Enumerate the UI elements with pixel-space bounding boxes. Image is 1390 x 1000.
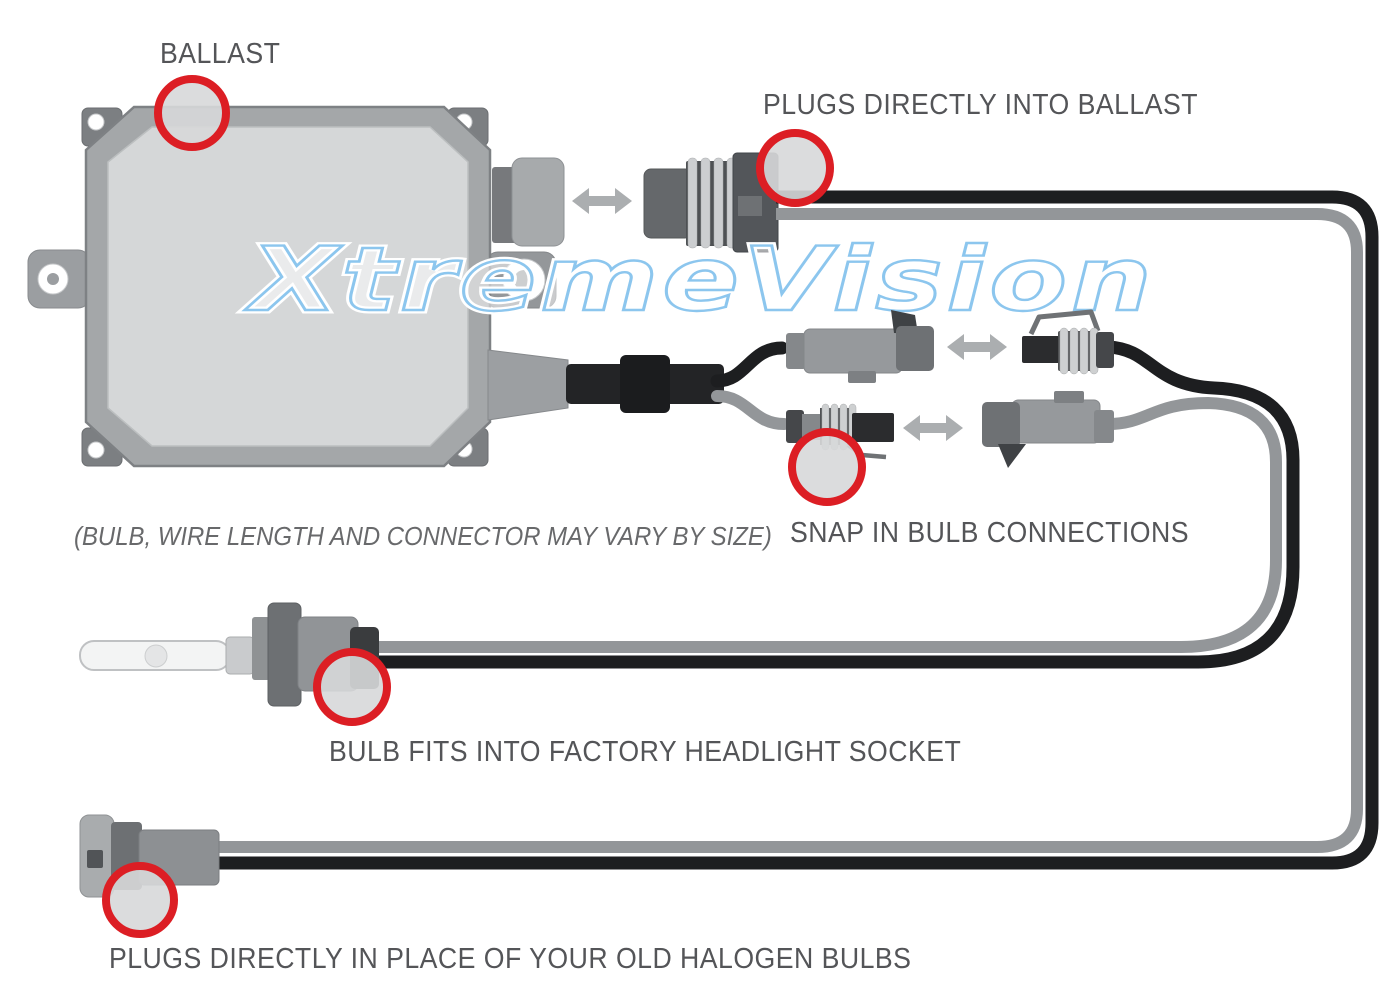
ballast-face (107, 126, 469, 447)
snap-in-bulb-label: SNAP IN BULB CONNECTIONS (790, 517, 1189, 549)
bidirectional-arrow-icon (947, 334, 1007, 360)
ballast-input-socket (492, 157, 565, 247)
halogen-plug-label: PLUGS DIRECTLY IN PLACE OF YOUR OLD HALO… (109, 943, 912, 975)
bulb-base-flange (267, 602, 302, 707)
watermark-halo: XtremeVision (244, 228, 1155, 331)
watermark: XtremeVision XtremeVision (241, 225, 1156, 335)
ballast-label: BALLAST (160, 38, 281, 70)
plugs-into-ballast-label: PLUGS DIRECTLY INTO BALLAST (763, 89, 1199, 121)
bidirectional-arrow-icon (572, 188, 632, 214)
snap-connector-socket-top (786, 310, 934, 383)
ballast-output-stub (487, 349, 569, 421)
highlight-circle-bulb-socket (313, 648, 391, 726)
bidirectional-arrow-icon (903, 415, 963, 441)
ballast-side-tab-right (485, 251, 557, 309)
input-harness-wire-black (218, 190, 1379, 870)
highlight-circle-ballast-plug (756, 129, 834, 207)
highlight-circle-halogen-plug (102, 862, 178, 938)
bulb-socket-label: BULB FITS INTO FACTORY HEADLIGHT SOCKET (329, 736, 962, 768)
input-harness-wire-gray (218, 208, 1363, 853)
ballast-side-tab-left (27, 249, 91, 309)
snap-connector-plug-top (1022, 309, 1114, 375)
snap-connector-socket-bottom (982, 391, 1114, 468)
highlight-circle-snap-connection (788, 428, 866, 506)
splitter-wire-black (710, 341, 789, 388)
watermark-text: XtremeVision (244, 228, 1155, 331)
highlight-circle-ballast (154, 75, 230, 151)
output-harness-wire-gray (377, 396, 1282, 653)
size-note-label: (BULB, WIRE LENGTH AND CONNECTOR MAY VAR… (74, 521, 772, 551)
splitter-wire-gray (711, 390, 790, 430)
output-harness-wire-black (377, 340, 1300, 669)
ballast-inline-connector (566, 355, 724, 413)
ballast-unit (27, 105, 569, 468)
